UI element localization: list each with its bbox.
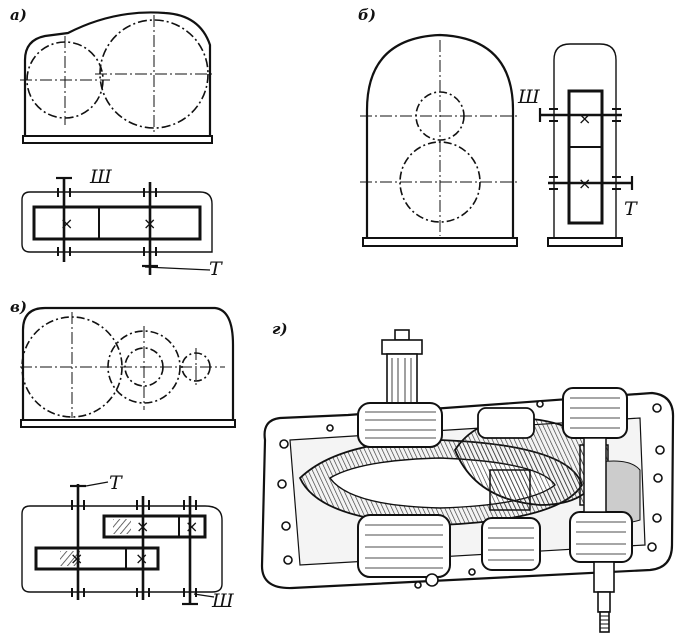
panel-a-high-speed-shaft-label: Ш bbox=[90, 166, 112, 188]
panel-b-high-speed-shaft-label: Ш bbox=[518, 86, 540, 108]
panel-a-gear-1-symbol: × bbox=[60, 214, 73, 233]
panel-a-label: а) bbox=[10, 6, 27, 24]
panel-v-low-speed-shaft-label: Т bbox=[109, 472, 122, 494]
panel-v-side-view bbox=[20, 306, 236, 428]
panel-v-kinematic-scheme: × × × × bbox=[21, 481, 223, 606]
panel-b-kinematic-scheme: × × bbox=[538, 43, 634, 247]
panel-a-side-view bbox=[20, 11, 213, 144]
panel-a-kinematic-scheme: × × bbox=[21, 176, 213, 275]
panel-g-label: г) bbox=[272, 320, 288, 338]
panel-b-label: б) bbox=[358, 6, 376, 24]
panel-a-low-speed-shaft-label: Т bbox=[209, 258, 222, 280]
panel-g-gearbox-illustration bbox=[260, 329, 675, 633]
panel-v-gear-2-symbol: × bbox=[185, 517, 198, 536]
panel-b-side-view bbox=[360, 33, 520, 247]
panel-b-gear-1-symbol: × bbox=[578, 109, 591, 128]
panel-v-high-speed-shaft-label: Ш bbox=[212, 590, 234, 612]
panel-v-label: в) bbox=[10, 298, 27, 316]
panel-b-low-speed-shaft-label: Т bbox=[624, 198, 637, 220]
